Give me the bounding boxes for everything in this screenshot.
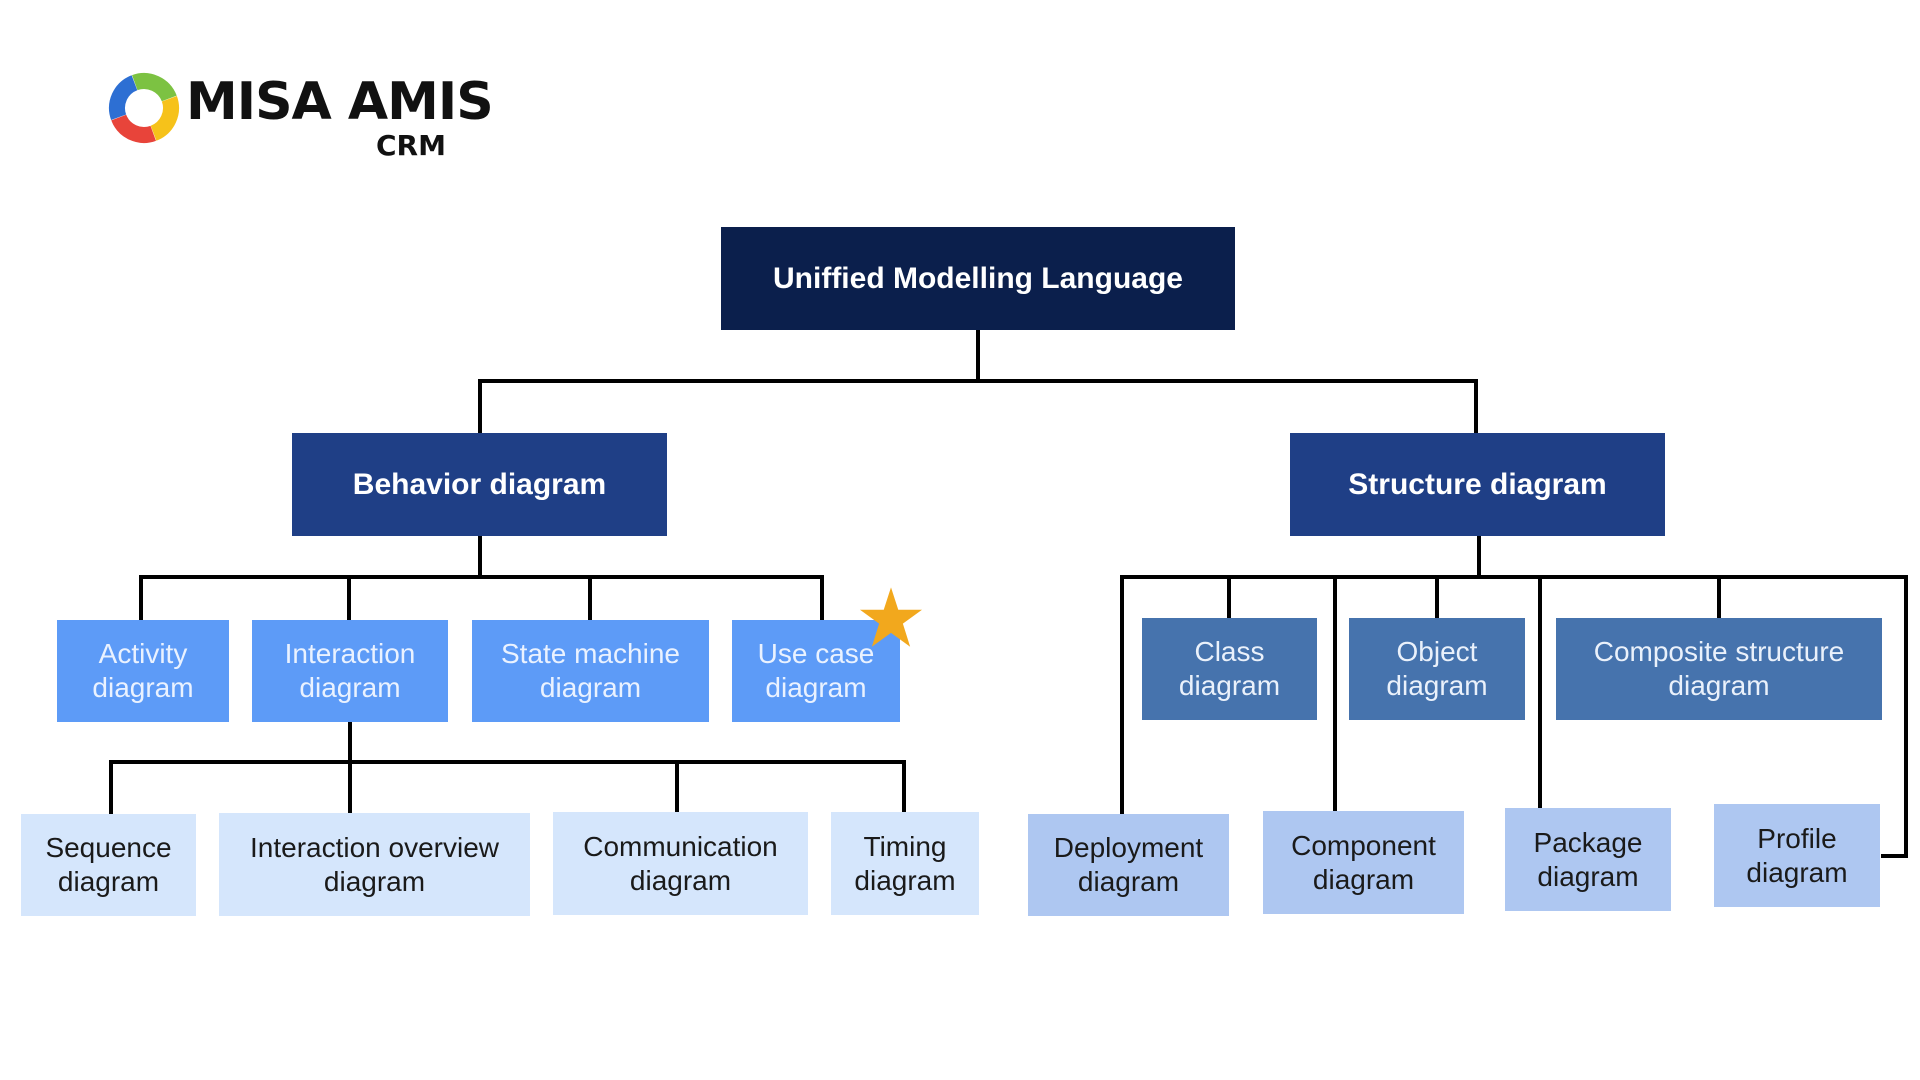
node-object-diagram: Object diagram: [1349, 618, 1525, 720]
brand-product: CRM: [376, 129, 446, 162]
node-use-case-diagram: Use case diagram: [732, 620, 900, 722]
connector-interaction-bar: [109, 760, 906, 815]
node-deployment-diagram: Deployment diagram: [1028, 814, 1229, 916]
node-behavior-diagram: Behavior diagram: [292, 433, 667, 536]
node-interaction-diagram: Interaction diagram: [252, 620, 448, 722]
node-interaction-overview-diagram: Interaction overview diagram: [219, 813, 530, 916]
node-sequence-diagram: Sequence diagram: [21, 814, 196, 916]
node-structure-diagram: Structure diagram: [1290, 433, 1665, 536]
node-timing-diagram: Timing diagram: [831, 812, 979, 915]
misa-amis-ring-logo-icon: [109, 73, 179, 143]
connector-behavior-bar: [139, 575, 824, 621]
brand-name: MISA AMIS: [186, 72, 494, 132]
star-icon: [859, 587, 923, 647]
brand-logo: MISA AMIS CRM: [108, 72, 494, 172]
node-component-diagram: Component diagram: [1263, 811, 1464, 914]
connector-root-bar: [478, 379, 1478, 435]
node-activity-diagram: Activity diagram: [57, 620, 229, 722]
node-state-machine-diagram: State machine diagram: [472, 620, 709, 722]
node-class-diagram: Class diagram: [1142, 618, 1317, 720]
node-package-diagram: Package diagram: [1505, 808, 1671, 911]
node-profile-diagram: Profile diagram: [1714, 804, 1880, 907]
node-communication-diagram: Communication diagram: [553, 812, 808, 915]
connector-structure-bar: [1120, 575, 1908, 858]
node-composite-structure-diagram: Composite structure diagram: [1556, 618, 1882, 720]
node-uml-root: Uniffied Modelling Language: [721, 227, 1235, 330]
